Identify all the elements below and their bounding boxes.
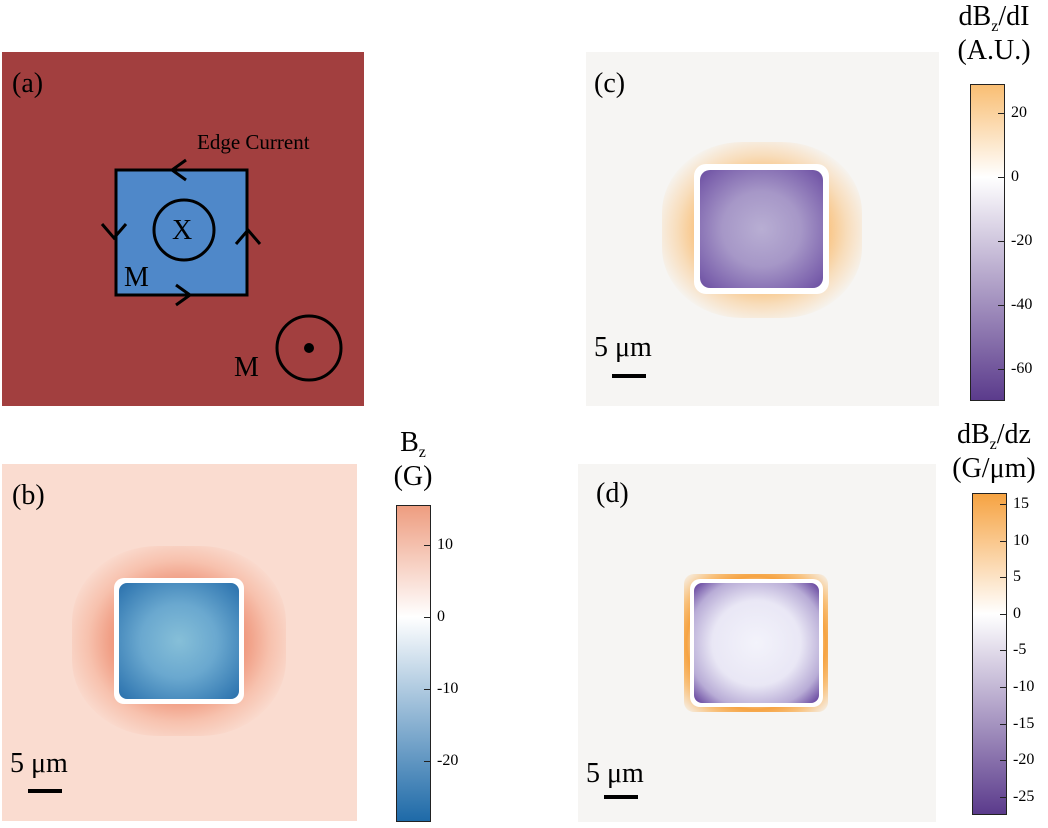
panel_d-colorbar-tick-mark	[1000, 760, 1006, 761]
edge-current-arrow-top	[169, 158, 187, 182]
edge-current-arrow-left	[100, 223, 128, 241]
colorbar-b-title-unit: (G)	[393, 460, 433, 492]
into-page-circle	[152, 198, 216, 262]
panel_b-colorbar-tick-label: 10	[437, 536, 453, 553]
colorbar-b	[396, 505, 431, 822]
colorbar-c-title-unit: (A.U.)	[957, 34, 1031, 66]
panel_d-colorbar-tick-label: 10	[1013, 532, 1029, 549]
colorbar-b-title-main: B	[400, 427, 419, 458]
panel_d-colorbar-tick-mark	[1000, 614, 1006, 615]
panel_d-colorbar-tick-label: -5	[1013, 641, 1027, 658]
panel_b-colorbar-tick-label: -20	[437, 752, 459, 769]
panel-d-label: (d)	[596, 478, 629, 509]
colorbar-b-title: Bz (G)	[380, 428, 446, 491]
panel_b-colorbar-tick-mark	[424, 617, 430, 618]
colorbar-d-title-rest: /dz	[996, 419, 1031, 450]
panel_d-colorbar-tick-label: 5	[1013, 568, 1021, 585]
colorbar-d-title-sub: z	[989, 436, 997, 453]
dbdz-square	[694, 583, 819, 703]
panel_c-colorbar-tick-label: -60	[1011, 360, 1033, 377]
colorbar-d-title: dBz/dz (G/μm)	[940, 420, 1048, 483]
panel_c-colorbar-tick-label: 0	[1011, 168, 1019, 185]
panel-b-scale-bar	[28, 789, 62, 793]
panel_d-colorbar-tick-mark	[1000, 687, 1006, 688]
panel_d-colorbar-tick-label: -10	[1013, 678, 1035, 695]
panel_c-colorbar-tick-mark	[998, 305, 1004, 306]
panel_d-colorbar-tick-label: -15	[1013, 715, 1035, 732]
colorbar-b-title-sub: z	[418, 444, 426, 461]
panel_d-colorbar-tick-label: 15	[1013, 495, 1029, 512]
colorbar-c	[970, 84, 1005, 401]
colorbar-c-title: dBz/dI (A.U.)	[940, 2, 1048, 65]
colorbar-d	[972, 493, 1007, 815]
into-page-symbol: X	[172, 215, 193, 246]
field-square	[119, 583, 239, 699]
panel_d-colorbar-tick-mark	[1000, 650, 1006, 651]
panel_c-colorbar-tick-label: 20	[1011, 104, 1027, 121]
panel_b-colorbar-tick-label: 0	[437, 608, 445, 625]
edge-current-arrow-right	[234, 227, 262, 245]
colorbar-d-title-unit: (G/μm)	[952, 452, 1036, 484]
edge-current-label: Edge Current	[197, 130, 310, 154]
panel_c-colorbar-tick-mark	[998, 177, 1004, 178]
outer-m-label: M	[234, 352, 259, 383]
colorbar-d-title-main: dB	[956, 419, 990, 450]
panel_c-colorbar-tick-label: -20	[1011, 232, 1033, 249]
panel-a-schematic	[100, 158, 343, 382]
panel_d-colorbar-tick-mark	[1000, 577, 1006, 578]
panel_b-colorbar-tick-mark	[424, 761, 430, 762]
colorbar-c-title-rest: /dI	[998, 1, 1030, 32]
panel-b-field-map: (b) 5 μm	[2, 464, 357, 821]
panel-c-label: (c)	[594, 68, 626, 99]
panel-d-dbdz-map: (d) 5 μm	[578, 464, 936, 822]
panel_d-colorbar-tick-label: -25	[1013, 788, 1035, 805]
inner-m-label: M	[124, 262, 149, 293]
panel_d-colorbar-tick-label: 0	[1013, 605, 1021, 622]
colorbar-c-title-sub: z	[991, 18, 999, 35]
didi-square	[700, 170, 823, 288]
panel_b-colorbar-tick-mark	[424, 689, 430, 690]
panel-b-scale-label: 5 μm	[10, 748, 68, 779]
panel_d-colorbar-tick-mark	[1000, 724, 1006, 725]
panel_d-colorbar-tick-label: -20	[1013, 751, 1035, 768]
panel-c-didi-map: (c) 5 μm	[586, 52, 939, 406]
edge-current-arrow-bottom	[175, 283, 193, 307]
out-of-page-dot	[304, 343, 314, 353]
panel_b-colorbar-tick-label: -10	[437, 680, 459, 697]
panel_c-colorbar-tick-mark	[998, 369, 1004, 370]
panel-b-label: (b)	[12, 480, 45, 511]
panel_d-colorbar-tick-mark	[1000, 797, 1006, 798]
panel-c-scale-bar	[612, 374, 646, 378]
panel_c-colorbar-tick-mark	[998, 241, 1004, 242]
panel_d-colorbar-tick-mark	[1000, 504, 1006, 505]
out-of-page-circle	[275, 314, 343, 382]
panel_b-colorbar-tick-mark	[424, 545, 430, 546]
inner-domain-square	[114, 168, 249, 297]
panel_c-colorbar-tick-mark	[998, 113, 1004, 114]
panel-c-scale-label: 5 μm	[594, 332, 652, 363]
panel-a-label: (a)	[12, 68, 44, 99]
panel-d-scale-bar	[604, 795, 638, 799]
panel_c-colorbar-tick-label: -40	[1011, 296, 1033, 313]
panel-d-scale-label: 5 μm	[586, 758, 644, 789]
panel-a: (a) Edge Current X M M	[2, 52, 364, 406]
colorbar-c-title-main: dB	[958, 1, 992, 32]
panel_d-colorbar-tick-mark	[1000, 541, 1006, 542]
